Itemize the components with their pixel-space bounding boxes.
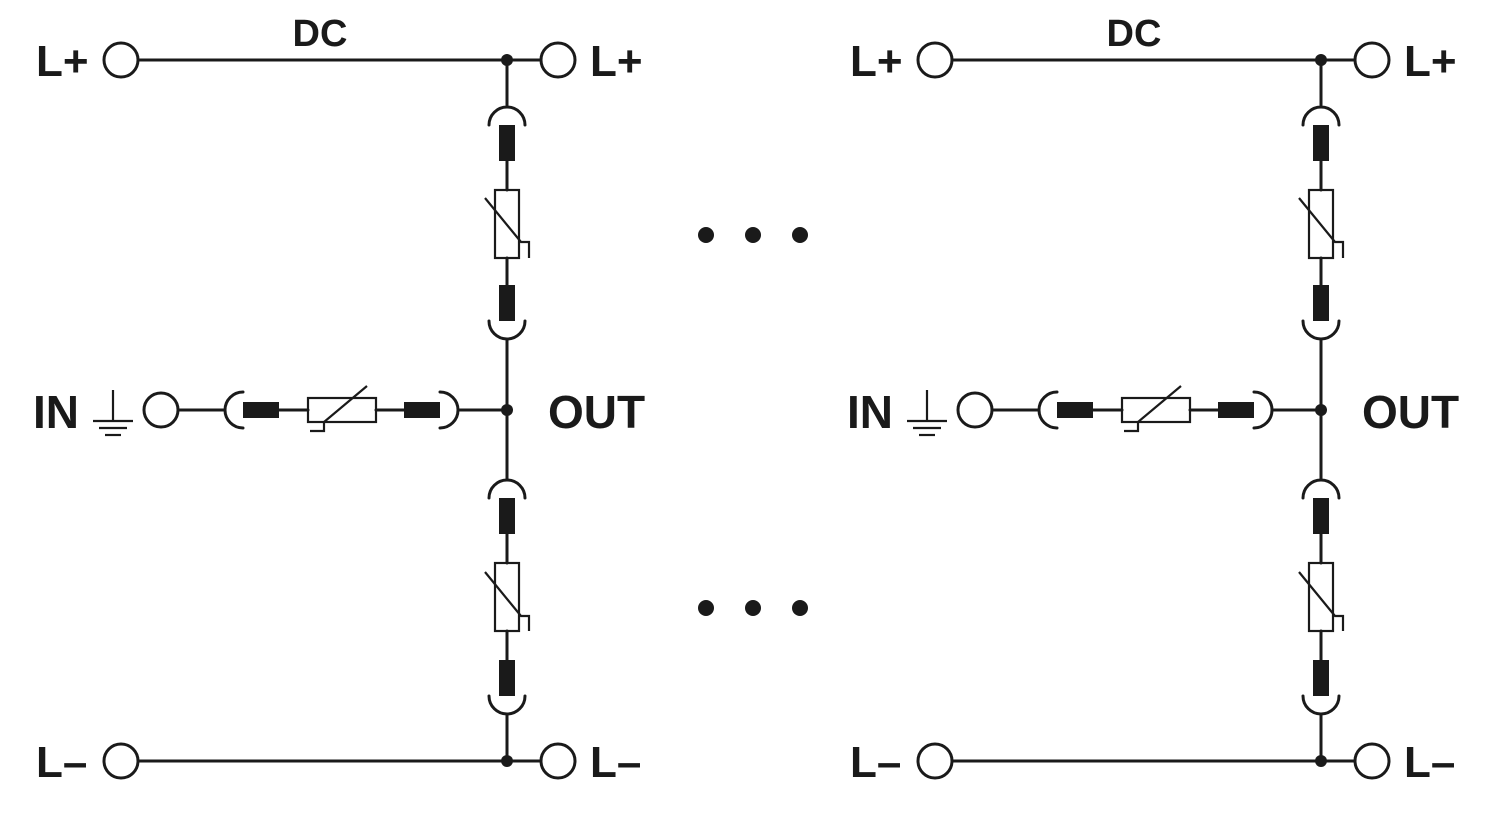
- lower-protection-branch: [1298, 408, 1345, 763]
- lower-protection-branch: [484, 408, 531, 763]
- terminal-label-out-positive: L+: [590, 37, 643, 86]
- terminal-circle-icon: [916, 41, 954, 79]
- spark-gap-icon: [1301, 319, 1341, 341]
- terminal-label-out-ground: OUT: [1362, 386, 1459, 438]
- terminal-label-out-negative: L–: [590, 738, 641, 787]
- terminal-label-in-ground: IN: [33, 386, 79, 438]
- spark-gap-icon: [438, 390, 460, 430]
- upper-protection-branch: [484, 58, 531, 412]
- line-label: DC: [293, 13, 348, 55]
- ground-icon: [93, 390, 133, 437]
- junction-dot-icon: [501, 755, 513, 767]
- terminal-circle-icon: [1353, 41, 1391, 79]
- continuation-dots-upper: [698, 227, 808, 243]
- terminal-circle-icon: [539, 41, 577, 79]
- varistor-icon: [1298, 561, 1345, 633]
- terminal-circle-icon: [142, 391, 180, 429]
- terminal-label-out-negative: L–: [1404, 738, 1455, 787]
- terminal-label-in-negative: L–: [36, 738, 87, 787]
- spark-gap-icon: [1301, 694, 1341, 716]
- ground-protection-branch: [176, 385, 509, 433]
- junction-dot-icon: [501, 54, 513, 66]
- terminal-label-in-negative: L–: [850, 738, 901, 787]
- terminal-circle-icon: [102, 742, 140, 780]
- line-label: DC: [1107, 13, 1162, 55]
- spark-gap-icon: [1301, 478, 1341, 500]
- terminal-circle-icon: [956, 391, 994, 429]
- spark-gap-icon: [487, 478, 527, 500]
- circuit-1: DC L+ L+ L– L– IN OUT: [33, 13, 645, 787]
- terminal-label-in-positive: L+: [36, 37, 89, 86]
- spark-gap-icon: [1301, 105, 1341, 127]
- junction-dot-icon: [501, 404, 513, 416]
- spark-gap-icon: [487, 105, 527, 127]
- varistor-icon: [306, 385, 378, 433]
- varistor-icon: [484, 561, 531, 633]
- terminal-circle-icon: [102, 41, 140, 79]
- terminal-label-in-positive: L+: [850, 37, 903, 86]
- ground-protection-branch: [990, 385, 1323, 433]
- spark-gap-icon: [223, 390, 245, 430]
- junction-dot-icon: [1315, 54, 1327, 66]
- varistor-icon: [1298, 188, 1345, 260]
- spark-gap-icon: [1037, 390, 1059, 430]
- continuation-dots-lower: [698, 600, 808, 616]
- circuit-2: DC L+ L+ L– L– IN OUT: [847, 13, 1459, 787]
- junction-dot-icon: [1315, 755, 1327, 767]
- terminal-circle-icon: [1353, 742, 1391, 780]
- spark-gap-icon: [487, 319, 527, 341]
- spark-gap-icon: [487, 694, 527, 716]
- terminal-circle-icon: [916, 742, 954, 780]
- ground-icon: [907, 390, 947, 437]
- spark-gap-icon: [1252, 390, 1274, 430]
- terminal-label-out-ground: OUT: [548, 386, 645, 438]
- terminal-label-out-positive: L+: [1404, 37, 1457, 86]
- upper-protection-branch: [1298, 58, 1345, 412]
- varistor-icon: [1120, 385, 1192, 433]
- terminal-label-in-ground: IN: [847, 386, 893, 438]
- junction-dot-icon: [1315, 404, 1327, 416]
- terminal-circle-icon: [539, 742, 577, 780]
- varistor-icon: [484, 188, 531, 260]
